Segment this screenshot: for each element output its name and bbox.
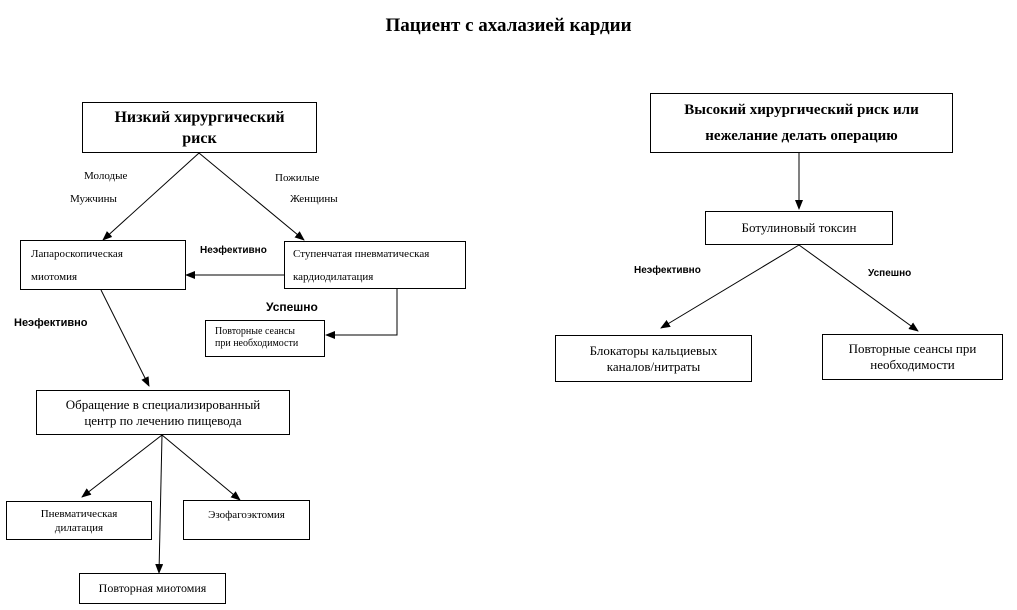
page-title: Пациент с ахалазией кардии [385,15,632,36]
edge-botulinum-to-ccb [660,244,800,329]
high-risk-line2: нежелание делать операцию [705,128,898,144]
esophagectomy-line1: Эзофагоэктомия [208,509,285,521]
pneumo-dil-line2: дилатация [54,522,104,534]
edge-label-ineffective-right: Неэфективно [634,265,701,276]
edge-label-ineffective-mid: Неэфективно [200,245,267,256]
high-risk-box: Высокий хирургический риск или нежелание… [650,93,953,153]
lap-myotomy-box: Лапароскопическая миотомия [20,240,186,290]
edge-label-elderly: Пожилые [275,172,320,184]
repeat-myotomy-line1: Повторная миотомия [98,581,207,595]
low-risk-box: Низкий хирургический риск [82,102,317,153]
referral-line1: Обращение в специализированный [65,397,261,412]
edge-label-women: Женщины [290,193,338,205]
esophagectomy-box: Эзофагоэктомия [183,500,310,540]
high-risk-line1: Высокий хирургический риск или [684,102,919,118]
pneumo-step-line1: Ступенчатая пневматическая [293,248,430,260]
low-risk-line2: риск [182,130,217,147]
repeat-left-box: Повторные сеансы при необходимости [205,320,325,357]
edge-referral-to-pneumo-dil [81,434,163,498]
pneumo-step-line2: кардиодилатация [293,271,374,283]
edge-referral-to-esophagectomy [161,434,241,501]
lap-myotomy-line1: Лапароскопическая [31,248,123,260]
botulinum-line1: Ботулиновый токсин [741,220,857,235]
repeat-myotomy-box: Повторная миотомия [79,573,226,604]
edge-referral-to-repeat-myotomy [155,434,164,574]
repeat-right-line1: Повторные сеансы при [848,341,977,356]
lap-myotomy-line2: миотомия [31,271,78,283]
edge-pneumo-to-repeat [325,289,398,339]
edge-label-young: Молодые [84,170,128,182]
pneumo-dil-line1: Пневматическая [40,508,118,520]
referral-line2: центр по лечению пищевода [84,413,242,428]
pneumo-step-box: Ступенчатая пневматическая кардиодилатац… [284,241,466,289]
ccb-line2: каналов/нитраты [606,359,701,374]
repeat-right-line2: необходимости [870,357,955,372]
edge-low-to-pneumo [198,152,305,241]
ccb-line1: Блокаторы кальциевых [589,343,718,358]
edge-botulinum-to-repeat [798,244,919,332]
edge-label-ineffective-left: Неэфективно [14,317,88,329]
edge-label-success-right: Успешно [868,268,912,279]
edge-label-men: Мужчины [70,193,117,205]
ccb-box: Блокаторы кальциевых каналов/нитраты [555,335,752,382]
repeat-left-line2: при необходимости [215,338,299,349]
referral-box: Обращение в специализированный центр по … [36,390,290,435]
edge-low-to-myotomy [102,152,200,241]
repeat-right-box: Повторные сеансы при необходимости [822,334,1003,380]
repeat-left-line1: Повторные сеансы [215,326,296,337]
pneumo-dil-box: Пневматическая дилатация [6,501,152,540]
low-risk-line1: Низкий хирургический [114,109,285,126]
botulinum-box: Ботулиновый токсин [705,211,893,245]
edge-myotomy-to-referral [100,289,150,387]
edge-label-success-left: Успешно [266,300,318,314]
